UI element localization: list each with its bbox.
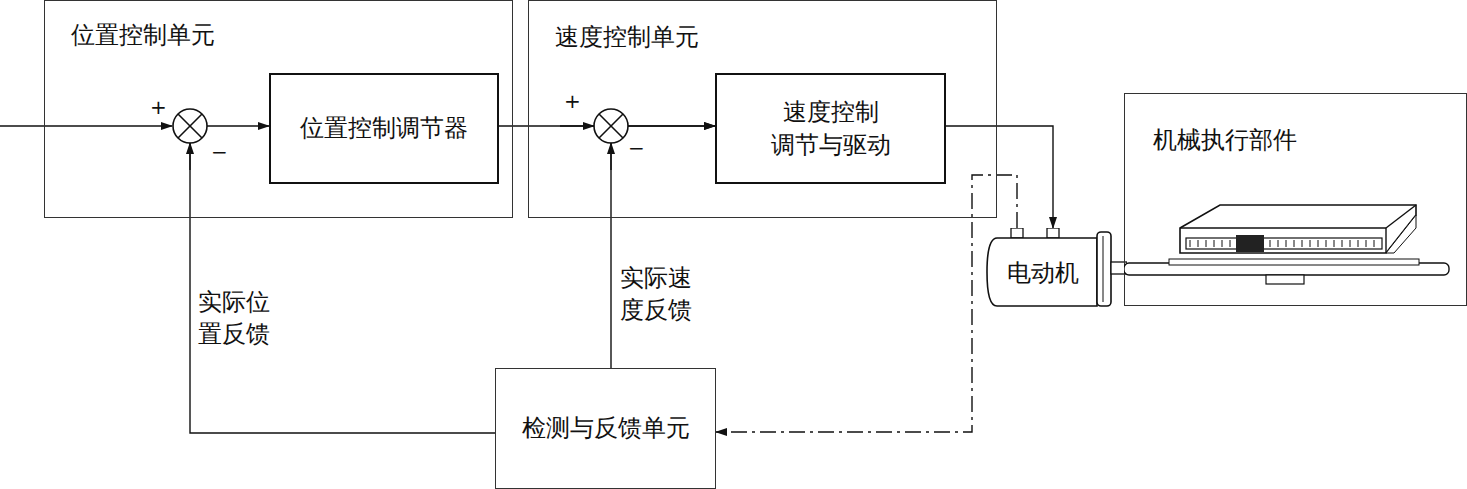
node-text: 机械执行部件 xyxy=(1153,124,1297,156)
sign-label: − xyxy=(211,142,228,162)
node-text: 位置控制调节器 xyxy=(300,112,468,144)
unit-box: 速度控制单元速度控制 调节与驱动 xyxy=(528,0,997,218)
feedback-arrow xyxy=(610,143,611,170)
edge-label: 实际速度反馈 xyxy=(620,262,693,327)
edge-label: 实际位置反馈 xyxy=(198,286,271,351)
summing-junction xyxy=(173,109,207,143)
signal-connector xyxy=(716,175,1017,432)
mechanism-box: 机械执行部件 xyxy=(1124,93,1467,306)
sign-label: − xyxy=(628,138,645,158)
node-text: 速度控制单元 xyxy=(555,21,699,53)
node-text: 速度控制 调节与驱动 xyxy=(768,96,894,161)
signal-connector xyxy=(611,126,715,368)
junction-arrow xyxy=(560,125,594,126)
summing-junction xyxy=(594,109,628,143)
node-text: 电动机 xyxy=(1007,257,1079,289)
signal-connector xyxy=(190,126,495,433)
feedback-box: 检测与反馈单元 xyxy=(495,368,716,489)
motor: 电动机 xyxy=(985,228,1127,308)
process-box: 速度控制 调节与驱动 xyxy=(715,73,946,184)
feedback-arrow xyxy=(189,143,190,170)
input-line xyxy=(0,125,172,126)
signal-connector xyxy=(946,126,1053,228)
worktable-illustration xyxy=(1124,93,1467,306)
node-text: 位置控制单元 xyxy=(71,19,215,51)
unit-box: 位置控制单元位置控制调节器 xyxy=(44,0,513,218)
sign-label: + xyxy=(564,91,581,111)
process-box: 位置控制调节器 xyxy=(269,73,499,184)
node-text: 检测与反馈单元 xyxy=(522,412,690,444)
sign-label: + xyxy=(150,97,167,117)
